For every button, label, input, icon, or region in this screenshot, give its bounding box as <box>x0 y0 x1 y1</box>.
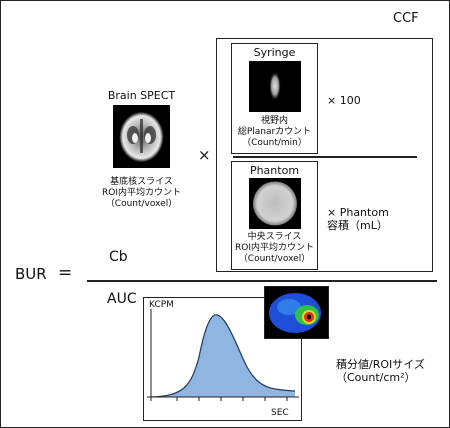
equals-sign: = <box>58 263 73 283</box>
brain-caption-line-1: 基底核スライス <box>110 177 173 187</box>
phantom-image <box>249 178 301 229</box>
ccf-label: CCF <box>393 11 419 26</box>
bur-fraction-line <box>87 280 437 282</box>
syringe-caption-line-2: 総Planarカウント <box>237 127 312 137</box>
curve-ticks <box>176 397 288 401</box>
phantom-caption-line-3: （Count/voxel） <box>238 254 311 264</box>
phantom-multiplier-line-2: 容積（mL） <box>327 219 388 232</box>
brain-caption-line-2: ROI内平均カウント <box>102 188 181 198</box>
brain-spect-image <box>113 105 170 168</box>
syringe-panel: Syringe 視野内 総Planarカウント （Count/min） <box>231 43 318 154</box>
curve-caption-line-2: （Count/cm²） <box>336 371 416 384</box>
curve-area-under <box>151 314 295 397</box>
curve-xlabel: SEC <box>271 408 289 418</box>
phantom-caption-line-1: 中央スライス <box>247 232 302 242</box>
curve-ylabel: KCPM <box>149 300 174 310</box>
denominator-auc: AUC <box>107 291 137 307</box>
syringe-title: Syringe <box>253 46 296 59</box>
syringe-multiplier: × 100 <box>327 94 361 107</box>
bur-label: BUR <box>15 265 47 283</box>
brain-spect-panel: Brain SPECT 基底核スライス <box>102 89 181 220</box>
curve-caption-line-1: 積分値/ROIサイズ <box>336 358 425 371</box>
brain-caption-line-3: （Count/voxel） <box>105 199 178 209</box>
multiply-sign: × <box>198 146 211 164</box>
phantom-caption-line-2: ROI内平均カウント <box>235 243 314 253</box>
curve-line <box>150 314 296 398</box>
ccf-box <box>216 38 433 272</box>
phantom-multiplier-line-1: × Phantom <box>327 206 389 219</box>
syringe-caption-line-1: 視野内 <box>260 116 288 126</box>
syringe-image <box>249 61 301 112</box>
ccf-fraction-line <box>233 156 417 158</box>
numerator-cb: Cb <box>109 249 128 265</box>
phantom-title: Phantom <box>249 164 300 177</box>
phantom-panel: Phantom 中央スライス ROI内平均カウント （Count/voxel） <box>231 161 318 270</box>
cardiac-perfusion-image <box>264 286 329 339</box>
brain-spect-title: Brain SPECT <box>107 89 176 102</box>
syringe-caption-line-3: （Count/min） <box>242 138 307 148</box>
